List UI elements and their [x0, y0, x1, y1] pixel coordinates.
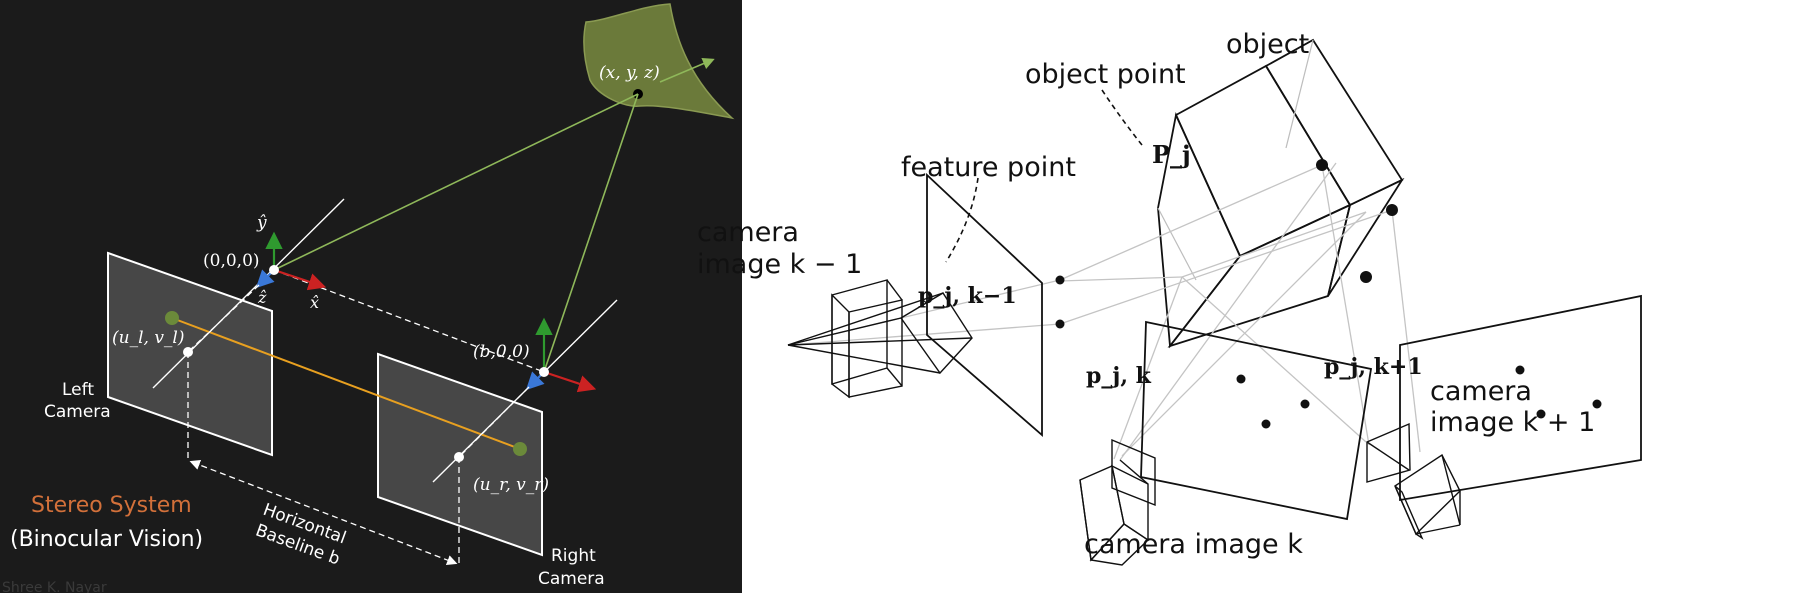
image-point-k-plus-1-b — [1536, 409, 1546, 419]
x-axis-label: x̂ — [310, 293, 319, 312]
multi-view-camera-diagram: object object point P_j feature point ca… — [697, 0, 1813, 593]
image-plane-k-plus-1 — [1399, 294, 1642, 502]
credit-text: Shree K. Nayar — [2, 580, 107, 593]
camera-k-minus-1-label-1: camera — [697, 217, 799, 248]
feature-point-leader — [945, 177, 979, 263]
camera-k — [1079, 438, 1156, 566]
left-camera-label-1: Left — [62, 380, 94, 400]
camera-k-minus-1-label-2: image k − 1 — [697, 249, 862, 280]
origin-label: (0,0,0) — [203, 251, 260, 271]
right-image-point — [454, 452, 464, 462]
y-axis-label: ŷ — [256, 213, 267, 233]
left-image-point — [183, 347, 193, 357]
projection-rays — [787, 162, 1421, 461]
right-camera-label-2: Camera — [538, 569, 605, 589]
p-k-plus-1-label: p_j, k+1 — [1324, 354, 1423, 380]
binocular-vision-title: (Binocular Vision) — [10, 527, 203, 552]
image-point-k-a — [1236, 374, 1246, 384]
right-projection-green — [513, 442, 527, 456]
p-k-minus-1-label: p_j, k−1 — [918, 283, 1017, 309]
right-origin-label: (b,0,0) — [473, 342, 530, 362]
image-plane-k — [1140, 320, 1373, 521]
camera-k-label: camera image k — [1084, 529, 1303, 560]
image-point-k-plus-1-c — [1592, 399, 1602, 409]
object-point-pj-label: P_j — [1152, 140, 1191, 169]
right-x-axis — [543, 370, 597, 393]
baseline-dimension — [189, 459, 458, 566]
camera-k-plus-1-label-1: camera — [1430, 376, 1532, 407]
object-point-3 — [1360, 271, 1372, 283]
left-projection-green — [165, 311, 179, 325]
left-z-dash — [187, 284, 260, 353]
right-z-dash — [458, 386, 530, 458]
origin-baseline — [273, 269, 545, 373]
surface-normal — [659, 57, 715, 83]
image-point-k-c — [1261, 419, 1271, 429]
left-x-axis — [273, 268, 327, 291]
object-cube — [1157, 38, 1405, 349]
camera-k-minus-1 — [787, 279, 973, 399]
camera-k-plus-1 — [1366, 422, 1461, 540]
multi-view-svg: object object point P_j feature point ca… — [697, 29, 1642, 566]
left-camera-label-2: Camera — [44, 402, 111, 422]
image-point-k-minus-1-b — [1055, 319, 1065, 329]
stereo-diagram-svg: (x, y, z) ŷ (0,0,0) ẑ x̂ (u_l, v_l) (b,0… — [2, 3, 735, 593]
ray-left — [273, 93, 639, 271]
z-axis-label: ẑ — [257, 288, 267, 307]
stereo-system-title: Stereo System — [31, 493, 192, 518]
object-point-leader — [1101, 89, 1143, 146]
image-plane-k-minus-1 — [926, 172, 1043, 437]
image-point-k-b — [1300, 399, 1310, 409]
object-point-pj — [1316, 159, 1328, 171]
right-origin-point — [539, 367, 549, 377]
p-k-label: p_j, k — [1086, 363, 1152, 389]
left-optical-axis — [152, 198, 345, 389]
camera-k-plus-1-label-2: image k + 1 — [1430, 407, 1595, 438]
surface-point-label: (x, y, z) — [599, 63, 660, 83]
left-image-point-label: (u_l, v_l) — [112, 328, 185, 348]
right-image-point-label: (u_r, v_r) — [473, 475, 549, 495]
image-point-k-plus-1-a — [1515, 365, 1525, 375]
object-surface — [583, 3, 735, 120]
object-point-2 — [1386, 204, 1398, 216]
feature-point-k-minus-1 — [1055, 275, 1065, 285]
object-point-label: object point — [1025, 59, 1186, 90]
feature-point-label: feature point — [901, 152, 1076, 183]
right-camera-label-1: Right — [551, 546, 596, 566]
object-label: object — [1226, 29, 1309, 60]
baseline-ray — [171, 317, 521, 450]
stereo-system-diagram: (x, y, z) ŷ (0,0,0) ẑ x̂ (u_l, v_l) (b,0… — [0, 0, 742, 593]
ray-right — [543, 93, 639, 373]
left-origin-point — [269, 265, 279, 275]
